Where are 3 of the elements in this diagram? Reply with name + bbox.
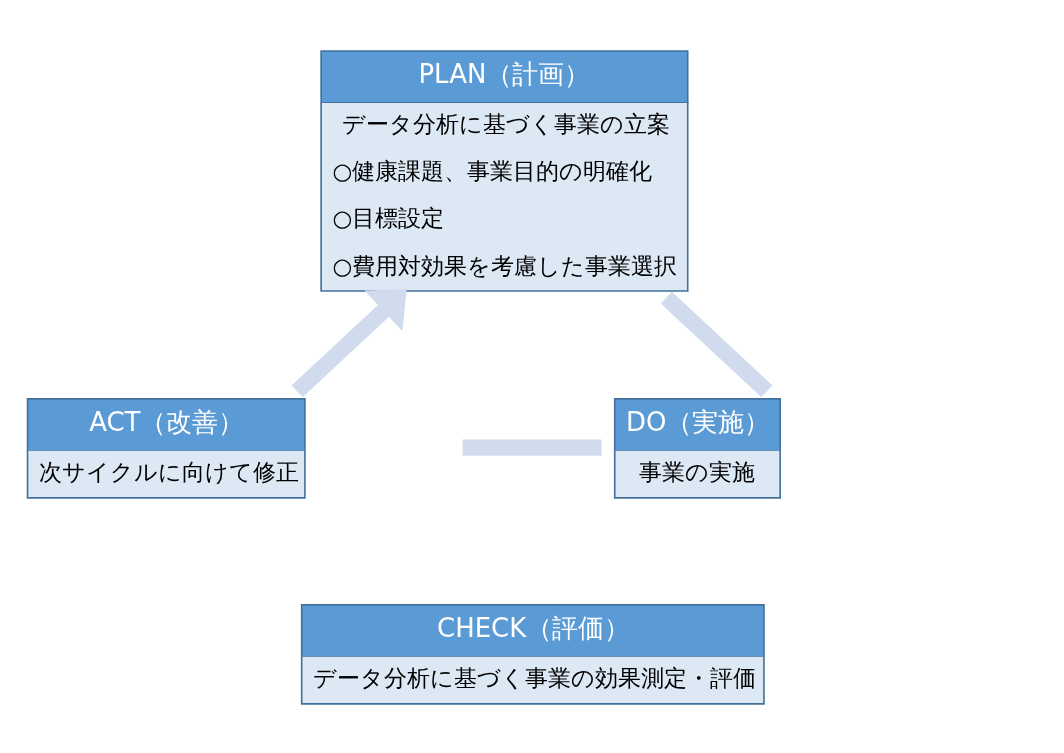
connector: [660, 291, 773, 397]
arrow: [291, 288, 407, 397]
connector: [462, 438, 602, 456]
